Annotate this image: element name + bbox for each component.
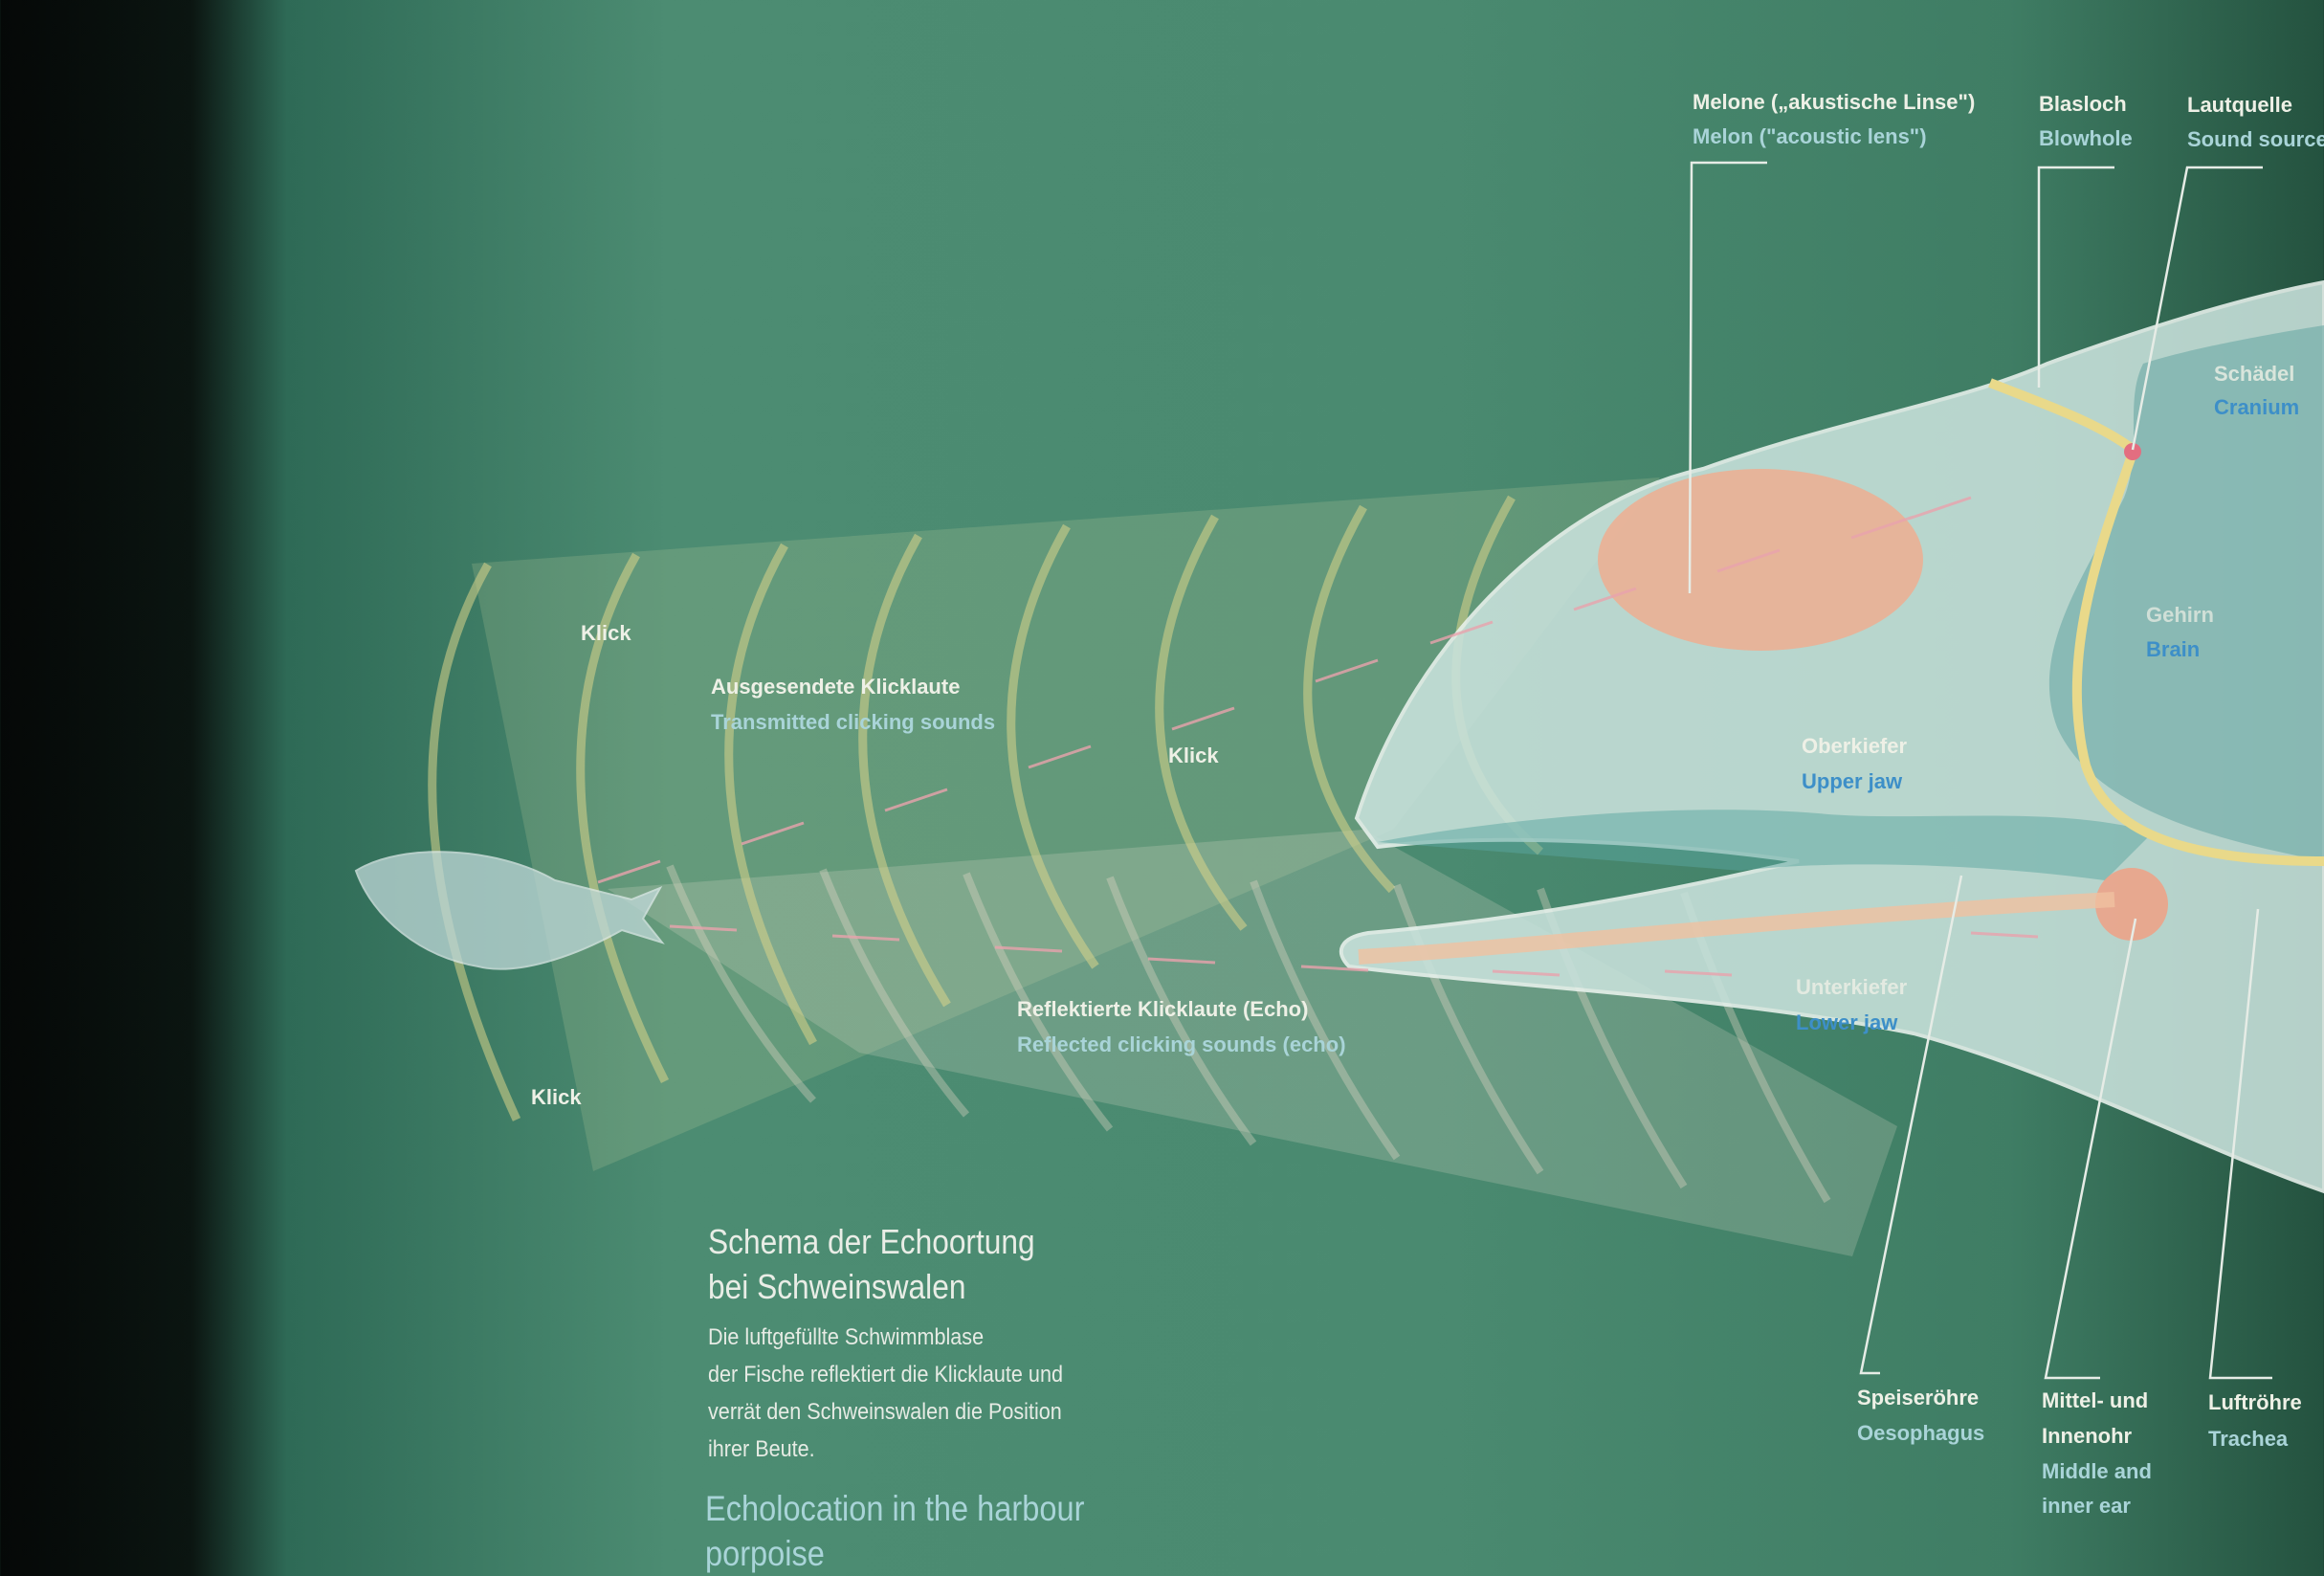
transmitted-beam [472, 477, 1660, 1171]
blowhole-label-de: Blasloch [2039, 92, 2127, 116]
sound-wave-arc [1303, 504, 1396, 894]
blowhole-passage [1988, 378, 2324, 866]
melon-label-de: Melone („akustische Linse") [1693, 90, 1976, 114]
upper-jaw-label-en: Upper jaw [1802, 769, 1903, 793]
reflected-arrow [1147, 957, 1216, 965]
reflected-arrow [1664, 969, 1733, 977]
click-arrows [597, 496, 2039, 977]
title-de-line-1: Schema der Echoortung [708, 1222, 1035, 1261]
sound-wave-arc [858, 533, 951, 1008]
lower-jaw-label-en: Lower jaw [1796, 1010, 1898, 1034]
transmitted-arrow [1429, 620, 1494, 645]
transmitted-arrow [1908, 496, 1972, 521]
ear-label-de-1: Mittel- und [2042, 1388, 2149, 1412]
oesophagus-label-en: Oesophagus [1857, 1421, 1985, 1445]
transmitted-label-de: Ausgesendete Klicklaute [711, 675, 961, 699]
transmitted-arrow [884, 788, 948, 812]
klick-label-2: Klick [1168, 744, 1219, 767]
transmitted-arrow [597, 859, 661, 884]
transmitted-arrow [1171, 706, 1235, 731]
title-de-line-2: bei Schweinswalen [708, 1267, 966, 1306]
sound-source-label-de: Lautquelle [2187, 93, 2293, 117]
klick-label-3: Klick [531, 1085, 582, 1109]
trachea-label-de: Luftröhre [2208, 1390, 2302, 1414]
echo-arc [963, 872, 1114, 1132]
sound-wave-arc [428, 562, 521, 1121]
reflected-arrow [1970, 931, 2039, 939]
lower-jaw-bone [1358, 892, 2115, 965]
description-line-2: der Fische reflektiert die Klicklaute un… [708, 1362, 1063, 1387]
sound-source [2124, 443, 2141, 460]
transmitted-arrow [1716, 548, 1781, 573]
echo-arc [1250, 879, 1401, 1161]
transmitted-arrow [1573, 587, 1637, 611]
reflected-label-en: Reflected clicking sounds (echo) [1017, 1032, 1346, 1056]
title-en: Echolocation in the harbour porpoise [705, 1486, 1084, 1576]
sound-wave-arc [576, 552, 670, 1084]
description-de: Die luftgefüllte Schwimmblase der Fische… [708, 1319, 1063, 1468]
reflected-arrow [669, 924, 738, 932]
ear-label-de-2: Innenohr [2042, 1424, 2133, 1448]
blowhole-label-en: Blowhole [2039, 126, 2133, 150]
porpoise-head [1339, 279, 2324, 1194]
description-line-3: verrät den Schweinswalen die Position [708, 1399, 1062, 1425]
transmitted-label-en: Transmitted clicking sounds [711, 710, 996, 734]
title-en-line-1: Echolocation in the harbour [705, 1489, 1085, 1528]
echo-arc [666, 864, 816, 1103]
reflected-arrow [994, 945, 1063, 953]
upper-jaw [1378, 810, 2153, 880]
sound-source-label-en: Sound source [2187, 127, 2324, 151]
cranium-label-de: Schädel [2214, 362, 2295, 386]
reflected-arrow [831, 934, 900, 942]
title-en-line-2: porpoise [705, 1534, 825, 1573]
cranium [2048, 325, 2324, 861]
reflected-label-de: Reflektierte Klicklaute (Echo) [1017, 997, 1309, 1021]
melon [1598, 469, 1923, 651]
middle-inner-ear [2095, 868, 2168, 941]
transmitted-arrow [1850, 515, 1915, 540]
trachea-label-en: Trachea [2208, 1427, 2289, 1451]
leader-lines [1688, 161, 2272, 1380]
transmitted-arrow [741, 821, 805, 846]
sound-wave-arc [1155, 514, 1248, 931]
sound-wave-arc [724, 543, 817, 1046]
transmitted-arrow [1028, 744, 1092, 769]
ear-label-en-2: inner ear [2042, 1494, 2131, 1518]
melon-label-en: Melon ("acoustic lens") [1693, 124, 1927, 148]
oesophagus-label-de: Speiseröhre [1857, 1386, 1980, 1410]
echo-arc [1106, 876, 1257, 1146]
brain-label-de: Gehirn [2146, 603, 2214, 627]
brain-label-en: Brain [2146, 637, 2201, 661]
cranium-label-en: Cranium [2214, 395, 2300, 419]
lower-jaw-label-de: Unterkiefer [1796, 975, 1908, 999]
description-line-1: Die luftgefüllte Schwimmblase [708, 1324, 985, 1350]
sound-wave-arc [1007, 523, 1099, 969]
ear-label-en-1: Middle and [2042, 1459, 2152, 1483]
fish [354, 851, 665, 970]
klick-label-1: Klick [581, 621, 631, 645]
description-line-4: ihrer Beute. [708, 1436, 815, 1462]
reflected-arrow [1492, 969, 1560, 977]
transmitted-arrow [1315, 658, 1379, 683]
reflected-beam [608, 830, 1897, 1256]
echo-arc [819, 868, 970, 1118]
echo-arc [1393, 883, 1544, 1175]
upper-jaw-label-de: Oberkiefer [1802, 734, 1908, 758]
reflected-arrow [1300, 965, 1369, 972]
